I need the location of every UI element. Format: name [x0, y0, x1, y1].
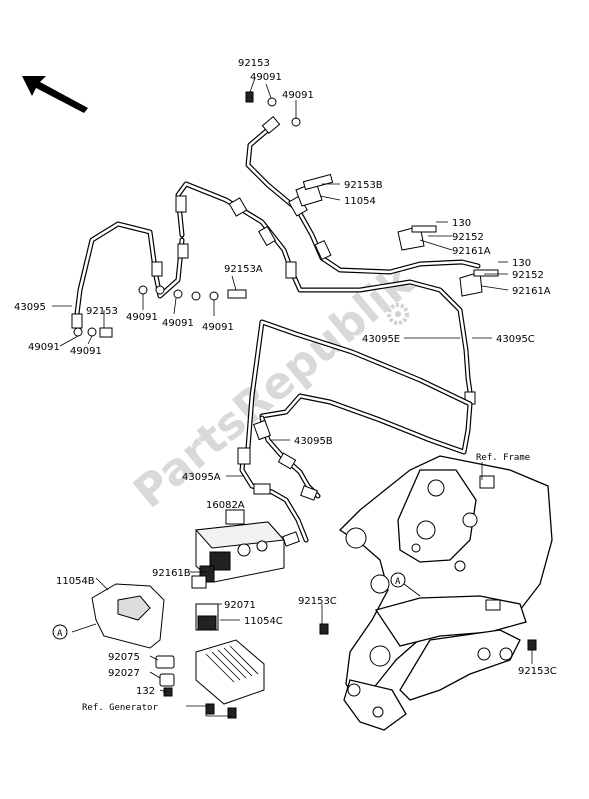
callout-43095E: 43095E: [362, 334, 400, 345]
callout-130-b: 130: [512, 258, 531, 269]
callout-92027: 92027: [108, 668, 140, 679]
callout-49091-m2: 49091: [162, 318, 194, 329]
callout-92153A: 92153A: [224, 264, 263, 275]
callout-43095: 43095: [14, 302, 46, 313]
callout-92075: 92075: [108, 652, 140, 663]
ref-frame-label: Ref. Frame: [476, 453, 530, 463]
callout-43095A: 43095A: [182, 472, 221, 483]
callout-11054B: 11054B: [56, 576, 95, 587]
part-callouts: 92153 49091 49091 92153B 11054 130 92152…: [14, 58, 557, 713]
grommet-and-collar: [155, 575, 537, 719]
watermark-gear-icon: [387, 303, 409, 325]
abs-bracket: [91, 583, 165, 649]
banjo-fittings: [71, 115, 332, 547]
callout-49091-l2: 49091: [70, 346, 102, 357]
callout-92152-a: 92152: [452, 232, 484, 243]
ref-generator-label: Ref. Generator: [82, 703, 158, 713]
callout-43095C: 43095C: [496, 334, 535, 345]
callout-92153B: 92153B: [344, 180, 383, 191]
callout-11054C: 11054C: [244, 616, 283, 627]
front-arrow-icon: [22, 76, 88, 113]
callout-92161B: 92161B: [152, 568, 191, 579]
callout-92071: 92071: [224, 600, 256, 611]
leader-lines: [52, 77, 533, 717]
callout-92161A-b: 92161A: [512, 286, 551, 297]
abs-hydraulic-unit: [194, 509, 286, 583]
callout-43095B: 43095B: [294, 436, 333, 447]
callout-16082A: 16082A: [206, 500, 245, 511]
reference-marker-a-left: A: [52, 624, 68, 640]
callout-92153C-a: 92153C: [298, 596, 337, 607]
callout-92153C-b: 92153C: [518, 666, 557, 677]
watermark: PartsRepublik: [124, 255, 424, 518]
callout-49091-top-b: 49091: [282, 90, 314, 101]
svg-text:A: A: [57, 629, 63, 639]
callout-130-a: 130: [452, 218, 471, 229]
callout-49091-top-a: 49091: [250, 72, 282, 83]
callout-92161A-a: 92161A: [452, 246, 491, 257]
brake-hose-43095A: [239, 449, 309, 543]
callout-49091-m3: 49091: [202, 322, 234, 333]
callout-92153-left: 92153: [86, 306, 118, 317]
motorcycle-frame: [338, 455, 553, 731]
svg-text:A: A: [395, 577, 401, 587]
callout-49091-m1: 49091: [126, 312, 158, 323]
brake-hose-loop: [245, 319, 473, 455]
callout-11054: 11054: [344, 196, 376, 207]
callout-92153-top: 92153: [238, 58, 270, 69]
reference-marker-a-right: A: [390, 572, 406, 588]
abs-control-unit: [195, 639, 265, 705]
brake-hose-43095: [73, 221, 185, 325]
callout-92152-b: 92152: [512, 270, 544, 281]
callout-132: 132: [136, 686, 155, 697]
callout-49091-l1: 49091: [28, 342, 60, 353]
hose-clamps: [295, 173, 499, 297]
